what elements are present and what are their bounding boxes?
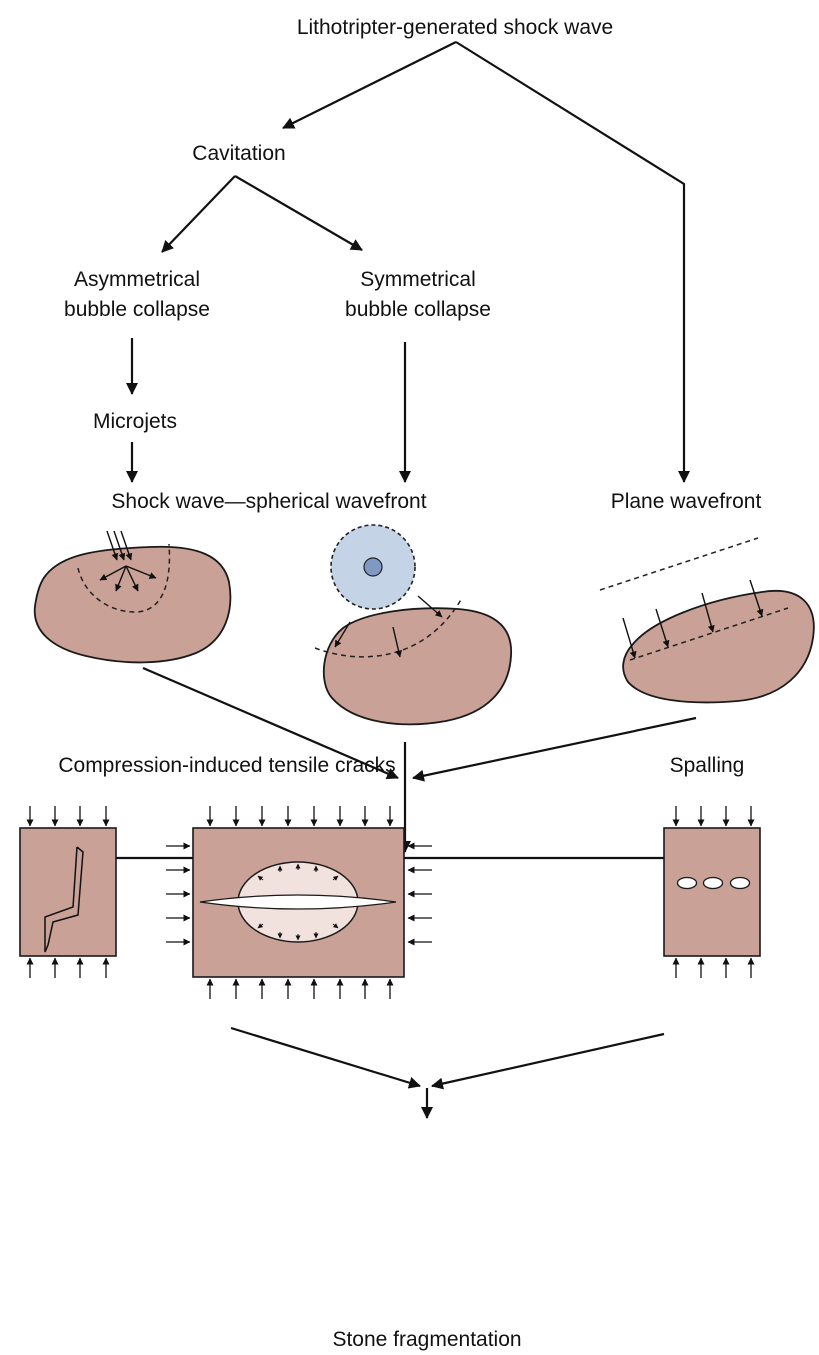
spherical-wavefront-label: Shock wave—spherical wavefront [111, 490, 426, 513]
plane-wavefront-arrow [622, 617, 637, 659]
bubble-core [363, 557, 383, 577]
arrow-stone1-to-merge [142, 666, 399, 780]
branch-right [405, 856, 714, 903]
flow-arrows [126, 41, 690, 483]
stone-fragmentation-label: Stone fragmentation [332, 1328, 521, 1351]
arrow-source-to-plane-wavefront [455, 41, 690, 483]
arrow-cavitation-to-symmetrical [234, 175, 363, 251]
tensile-arrow [332, 923, 339, 929]
final-arrows [230, 1026, 665, 1119]
stone-block [663, 827, 761, 957]
arrow-stone3-to-merge [412, 716, 697, 782]
tensile-arrow [332, 875, 339, 881]
spall-void [676, 876, 698, 890]
plane-wavefront-line-lower [629, 607, 789, 661]
stone-block [19, 827, 117, 957]
radial-arrow [125, 565, 139, 592]
stone-shape [622, 590, 815, 704]
radial-arrow [99, 565, 127, 581]
stone-shape [322, 607, 512, 726]
tensile-arrow [257, 875, 264, 881]
arrow-source-to-cavitation [282, 41, 457, 129]
plane-wavefront-line-upper [599, 537, 759, 591]
tensile-arrow [257, 923, 264, 929]
asymmetrical-collapse-label: Asymmetrical [74, 268, 200, 291]
plane-wavefront-arrow [749, 579, 764, 617]
source-label: Lithotripter-generated shock wave [297, 16, 613, 39]
symmetrical-collapse-label-line2: bubble collapse [345, 298, 491, 321]
plane-wavefront-illustration [599, 537, 815, 704]
stone-shape [33, 545, 232, 664]
spalling-label: Spalling [670, 754, 745, 777]
microjets-label: Microjets [93, 410, 177, 433]
lens-crack [199, 894, 397, 910]
plane-wavefront-arrow [701, 592, 715, 633]
wavefront-arrow [392, 626, 402, 658]
microjet-dashed-wavefront [77, 543, 171, 613]
spalling-box [663, 806, 761, 978]
compression-cracks-label: Compression-induced tensile cracks [58, 754, 395, 777]
microjet-arrow [106, 530, 119, 561]
wavefront-arrow [334, 621, 351, 648]
microjet-stone-illustration [33, 530, 232, 664]
asymmetrical-collapse-label-line2: bubble collapse [64, 298, 210, 321]
wavefront-arrow [417, 595, 443, 618]
arrow-spalling-to-fragmentation [431, 1032, 665, 1090]
plane-wavefront-label: Plane wavefront [611, 490, 762, 513]
cavitation-label: Cavitation [192, 142, 285, 165]
arrow-cavitation-to-asymmetrical [161, 175, 236, 253]
tensile-crack-box-small [19, 806, 117, 978]
spherical-wavefront-illustration [314, 524, 512, 726]
symmetrical-collapse-label: Symmetrical [360, 268, 476, 291]
spall-void [729, 876, 751, 890]
spherical-dashed-wavefront [314, 597, 463, 658]
radial-arrow [125, 565, 157, 579]
spall-void [702, 876, 724, 890]
tensile-crack-box-large [166, 806, 432, 999]
arrow-cracks-to-fragmentation [230, 1026, 421, 1089]
radial-arrow [115, 565, 127, 592]
plane-wavefront-arrow [655, 608, 670, 648]
microjet-arrow [120, 530, 133, 561]
zigzag-crack [44, 846, 84, 953]
microjet-arrow [113, 530, 126, 561]
